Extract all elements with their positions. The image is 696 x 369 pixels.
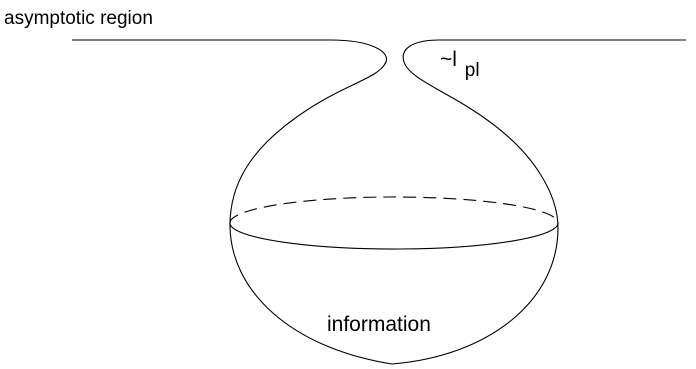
- information-label: information: [327, 313, 431, 336]
- equator-front-arc: [229, 221, 559, 250]
- planck-length-subscript: pl: [465, 60, 480, 81]
- equator-back-arc: [229, 196, 559, 225]
- right-boundary-curve: [391, 39, 686, 365]
- planck-length-label: ~l pl: [440, 48, 480, 81]
- asymptotic-region-label: asymptotic region: [4, 8, 153, 29]
- left-boundary-curve: [72, 39, 393, 365]
- planck-length-prefix: ~l: [440, 48, 457, 71]
